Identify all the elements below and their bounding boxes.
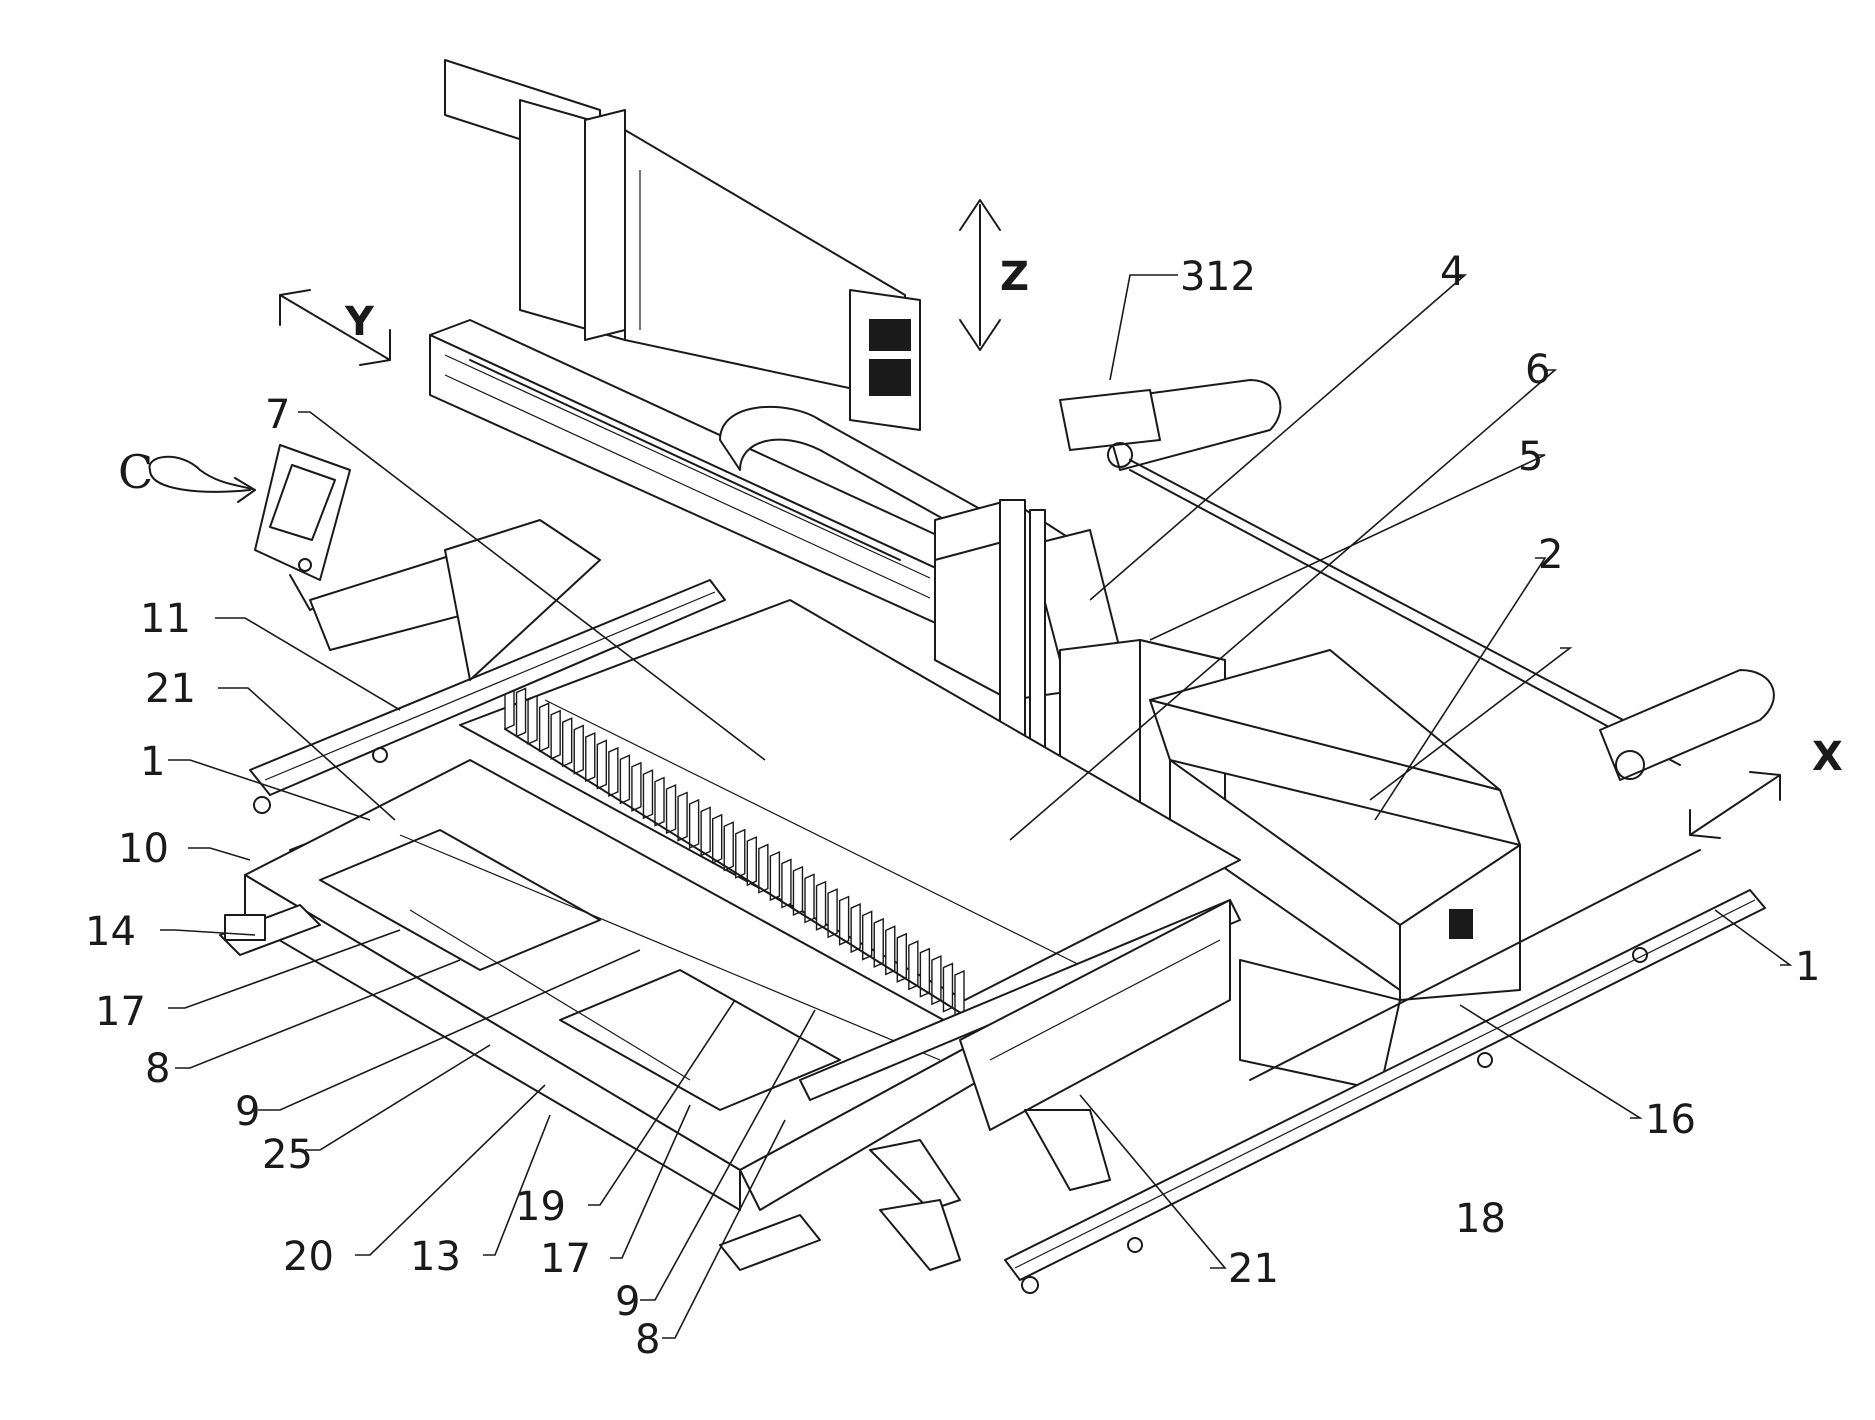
comb-tooth [713, 815, 722, 863]
control-panel [255, 445, 600, 680]
comb-tooth [690, 800, 699, 848]
comb-tooth [655, 778, 664, 826]
comb-tooth [632, 763, 641, 811]
comb-tooth [528, 696, 537, 744]
ref-21-bottom: 21 [1228, 1246, 1279, 1292]
comb-tooth [620, 755, 629, 803]
machine-drawing [150, 60, 1790, 1338]
ref-2: 2 [1538, 532, 1563, 578]
comb-tooth [643, 770, 652, 818]
ref-8-bottom: 8 [635, 1317, 660, 1363]
ref-17-left: 17 [95, 989, 146, 1035]
ref-5: 5 [1518, 434, 1543, 480]
comb-tooth [597, 740, 606, 788]
ref-17-bottom: 17 [540, 1236, 591, 1282]
ref-7: 7 [265, 392, 290, 438]
ref-10: 10 [118, 826, 169, 872]
comb-tooth [747, 837, 756, 885]
ref-20: 20 [283, 1234, 334, 1280]
comb-tooth [609, 748, 618, 796]
comb-tooth [667, 785, 676, 833]
comb-tooth [724, 822, 733, 870]
ref-4: 4 [1440, 249, 1465, 295]
comb-tooth [817, 882, 826, 930]
right-cylinder [1600, 670, 1774, 780]
ref-6: 6 [1525, 347, 1550, 393]
ref-9-left: 9 [235, 1089, 260, 1135]
ref-14: 14 [85, 909, 136, 955]
axis-label-z: Z [1000, 254, 1029, 300]
comb-tooth [678, 793, 687, 841]
comb-tooth [551, 711, 560, 759]
comb-tooth [586, 733, 595, 781]
ref-18: 18 [1455, 1196, 1506, 1242]
ref-8-left: 8 [145, 1046, 170, 1092]
ref-11: 11 [140, 596, 191, 642]
comb-tooth [782, 859, 791, 907]
comb-tooth [770, 852, 779, 900]
comb-tooth [805, 874, 814, 922]
ref-1-left: 1 [140, 739, 165, 785]
comb-tooth [540, 703, 549, 751]
ref-19: 19 [515, 1184, 566, 1230]
comb-tooth [701, 807, 710, 855]
ref-16: 16 [1645, 1097, 1696, 1143]
comb-tooth [793, 867, 802, 915]
axis-label-x: X [1812, 734, 1843, 780]
ref-12: 12 [1205, 254, 1256, 300]
comb-tooth [563, 718, 572, 766]
comb-tooth [517, 688, 526, 736]
ref-1-right: 1 [1795, 944, 1820, 990]
ref-21-left: 21 [145, 666, 196, 712]
ref-3: 3 [1180, 254, 1205, 300]
comb-tooth [736, 830, 745, 878]
view-label-c: C [118, 445, 153, 499]
comb-tooth [574, 726, 583, 774]
axis-label-y: Y [344, 299, 375, 345]
ref-13: 13 [410, 1234, 461, 1280]
comb-tooth [759, 845, 768, 893]
ref-25: 25 [262, 1132, 313, 1178]
